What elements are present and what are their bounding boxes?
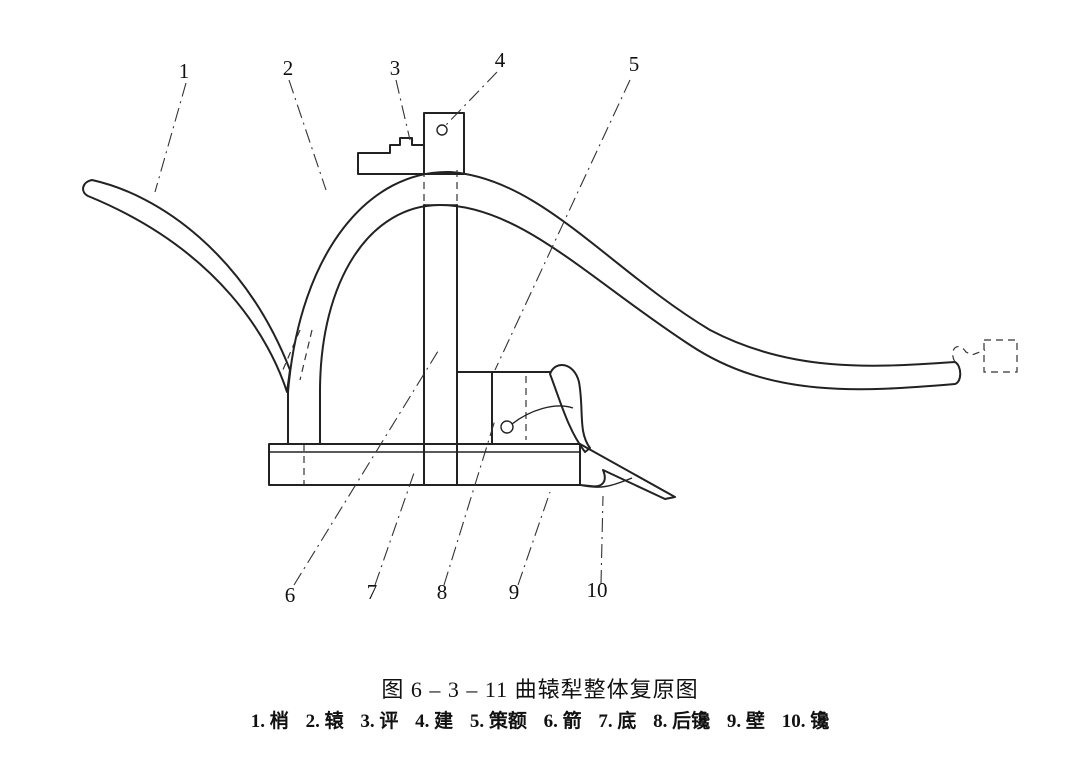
handle-shao [82, 179, 291, 393]
legend-item: 3. 评 [360, 711, 399, 732]
hitch-box [983, 339, 1018, 373]
leader-6 [293, 347, 441, 586]
beam-yuan [287, 170, 962, 393]
callout-3: 3 [390, 56, 401, 80]
leader-lines [154, 71, 631, 586]
beam-dash [299, 329, 313, 381]
leader-1 [154, 82, 187, 193]
figure-legend: 1. 梢 2. 辕 3. 评 4. 建 5. 策额 6. 箭 7. 底 8. 后… [0, 706, 1080, 733]
jian-wedge [423, 112, 465, 175]
wall-bi [549, 364, 591, 453]
callout-2: 2 [283, 56, 294, 80]
rear-share [456, 371, 551, 445]
leader-10 [600, 495, 604, 585]
jian-bolt [436, 124, 448, 136]
legend-item: 8. 后镵 [653, 711, 711, 732]
share-chan [579, 443, 676, 500]
rear-share-rod [511, 405, 574, 425]
handle-dash [281, 329, 301, 373]
leader-4 [444, 71, 498, 127]
callout-4: 4 [495, 48, 506, 72]
legend-item: 4. 建 [415, 711, 454, 732]
legend-item: 10. 镵 [781, 711, 830, 732]
hitch-hook [952, 346, 986, 363]
rear-share-bolt [500, 420, 514, 434]
arrow-jian-dash [423, 170, 458, 205]
figure-caption: 图 6 – 3 – 11 曲辕犁整体复原图 [381, 677, 699, 702]
legend-item: 2. 辕 [305, 711, 344, 732]
callout-7: 7 [367, 580, 378, 604]
callout-1: 1 [179, 59, 190, 83]
arrow-jian [423, 204, 458, 486]
leader-7 [374, 469, 416, 586]
leader-8 [443, 419, 496, 586]
callout-10: 10 [587, 578, 608, 602]
callout-8: 8 [437, 580, 448, 604]
leader-5 [494, 79, 631, 371]
legend-item: 9. 壁 [726, 711, 765, 732]
legend-item: 5. 策额 [469, 711, 527, 732]
callout-labels: 1 2 3 4 5 6 7 8 9 10 [179, 48, 640, 607]
leader-3 [395, 79, 411, 141]
post-left [287, 391, 321, 445]
callout-5: 5 [629, 52, 640, 76]
legend-item: 7. 底 [598, 711, 637, 732]
callout-9: 9 [509, 580, 520, 604]
legend-item: 1. 梢 [250, 711, 289, 732]
callout-6: 6 [285, 583, 296, 607]
leader-2 [288, 79, 327, 191]
share-tip [579, 477, 633, 488]
base-di [268, 443, 581, 486]
legend-item: 6. 箭 [543, 711, 582, 732]
ping-piece [357, 137, 425, 175]
leader-9 [517, 491, 551, 586]
